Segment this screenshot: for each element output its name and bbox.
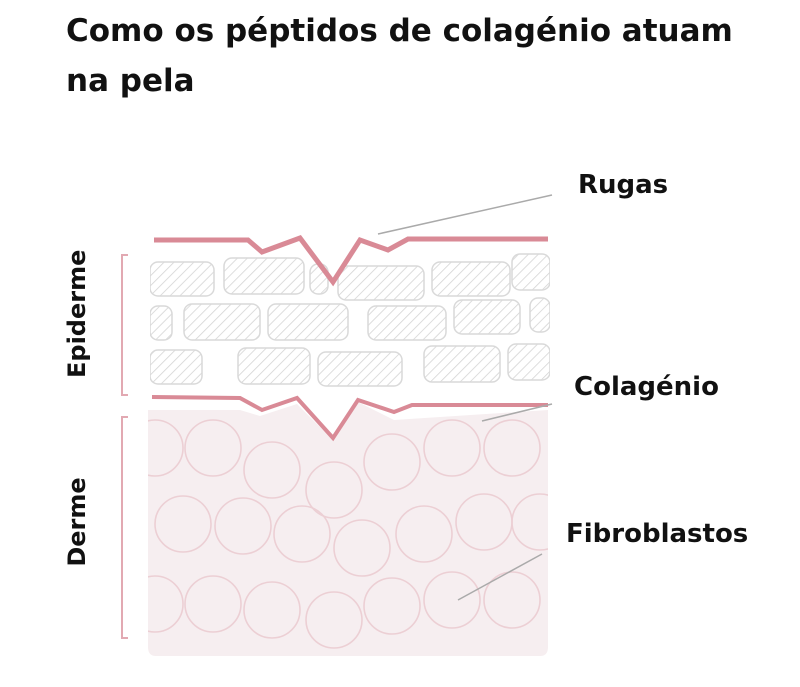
epidermis-bottom-line xyxy=(151,395,548,442)
rugas-label: Rugas xyxy=(578,170,669,200)
fibroblast-cell xyxy=(483,571,541,629)
epidermis-cell xyxy=(507,343,550,381)
derme-bracket xyxy=(121,416,128,639)
fibroblast-cell xyxy=(243,441,301,499)
fibroblastos-leader-line xyxy=(457,553,543,601)
fibroblast-cell xyxy=(154,495,212,553)
diagram-title: Como os péptidos de colagénio atuam na p… xyxy=(66,13,733,99)
skin-surface-line xyxy=(154,235,548,287)
fibroblast-cell xyxy=(184,419,242,477)
fibroblast-cell xyxy=(243,581,301,639)
derme-label: Derme xyxy=(63,477,91,567)
colagenio-leader-line xyxy=(481,403,553,422)
epidermis-cell xyxy=(529,297,550,333)
epiderme-label: Epiderme xyxy=(63,249,91,378)
fibroblast-cell xyxy=(333,519,391,577)
fibroblast-cell xyxy=(363,433,421,491)
epidermis-cell xyxy=(511,253,550,291)
derme-layer xyxy=(148,402,548,656)
epidermis-cell xyxy=(223,257,305,295)
fibroblast-cell xyxy=(423,419,481,477)
colagenio-label: Colagénio xyxy=(574,372,719,402)
epidermis-cell xyxy=(317,351,403,387)
fibroblast-cells xyxy=(148,419,548,649)
epidermis-cells xyxy=(150,253,550,387)
fibroblastos-label: Fibroblastos xyxy=(566,519,749,549)
fibroblast-cell xyxy=(511,493,548,551)
epidermis-cell xyxy=(367,305,447,341)
epidermis-cell xyxy=(431,261,511,297)
epidermis-cell xyxy=(267,303,349,341)
epidermis-cell xyxy=(337,265,425,301)
epidermis-cell xyxy=(183,303,261,341)
epidermis-cell xyxy=(453,299,521,335)
rugas-leader-line xyxy=(377,194,553,235)
epidermis-cell xyxy=(150,305,173,341)
epidermis-cell xyxy=(150,349,203,385)
fibroblast-cell xyxy=(395,505,453,563)
epidermis-cell xyxy=(237,347,311,385)
fibroblast-cell xyxy=(305,591,363,649)
fibroblast-cell xyxy=(148,419,184,477)
fibroblast-cell xyxy=(483,419,541,477)
fibroblast-cell xyxy=(423,571,481,629)
fibroblast-cell xyxy=(363,577,421,635)
fibroblast-cell xyxy=(273,505,331,563)
epiderme-bracket xyxy=(121,254,128,396)
fibroblast-cell xyxy=(305,461,363,519)
epidermis-cell xyxy=(150,261,215,297)
fibroblast-cell xyxy=(214,497,272,555)
epidermis-cell xyxy=(423,345,501,383)
fibroblast-cell xyxy=(184,575,242,633)
fibroblast-cell xyxy=(148,575,184,633)
